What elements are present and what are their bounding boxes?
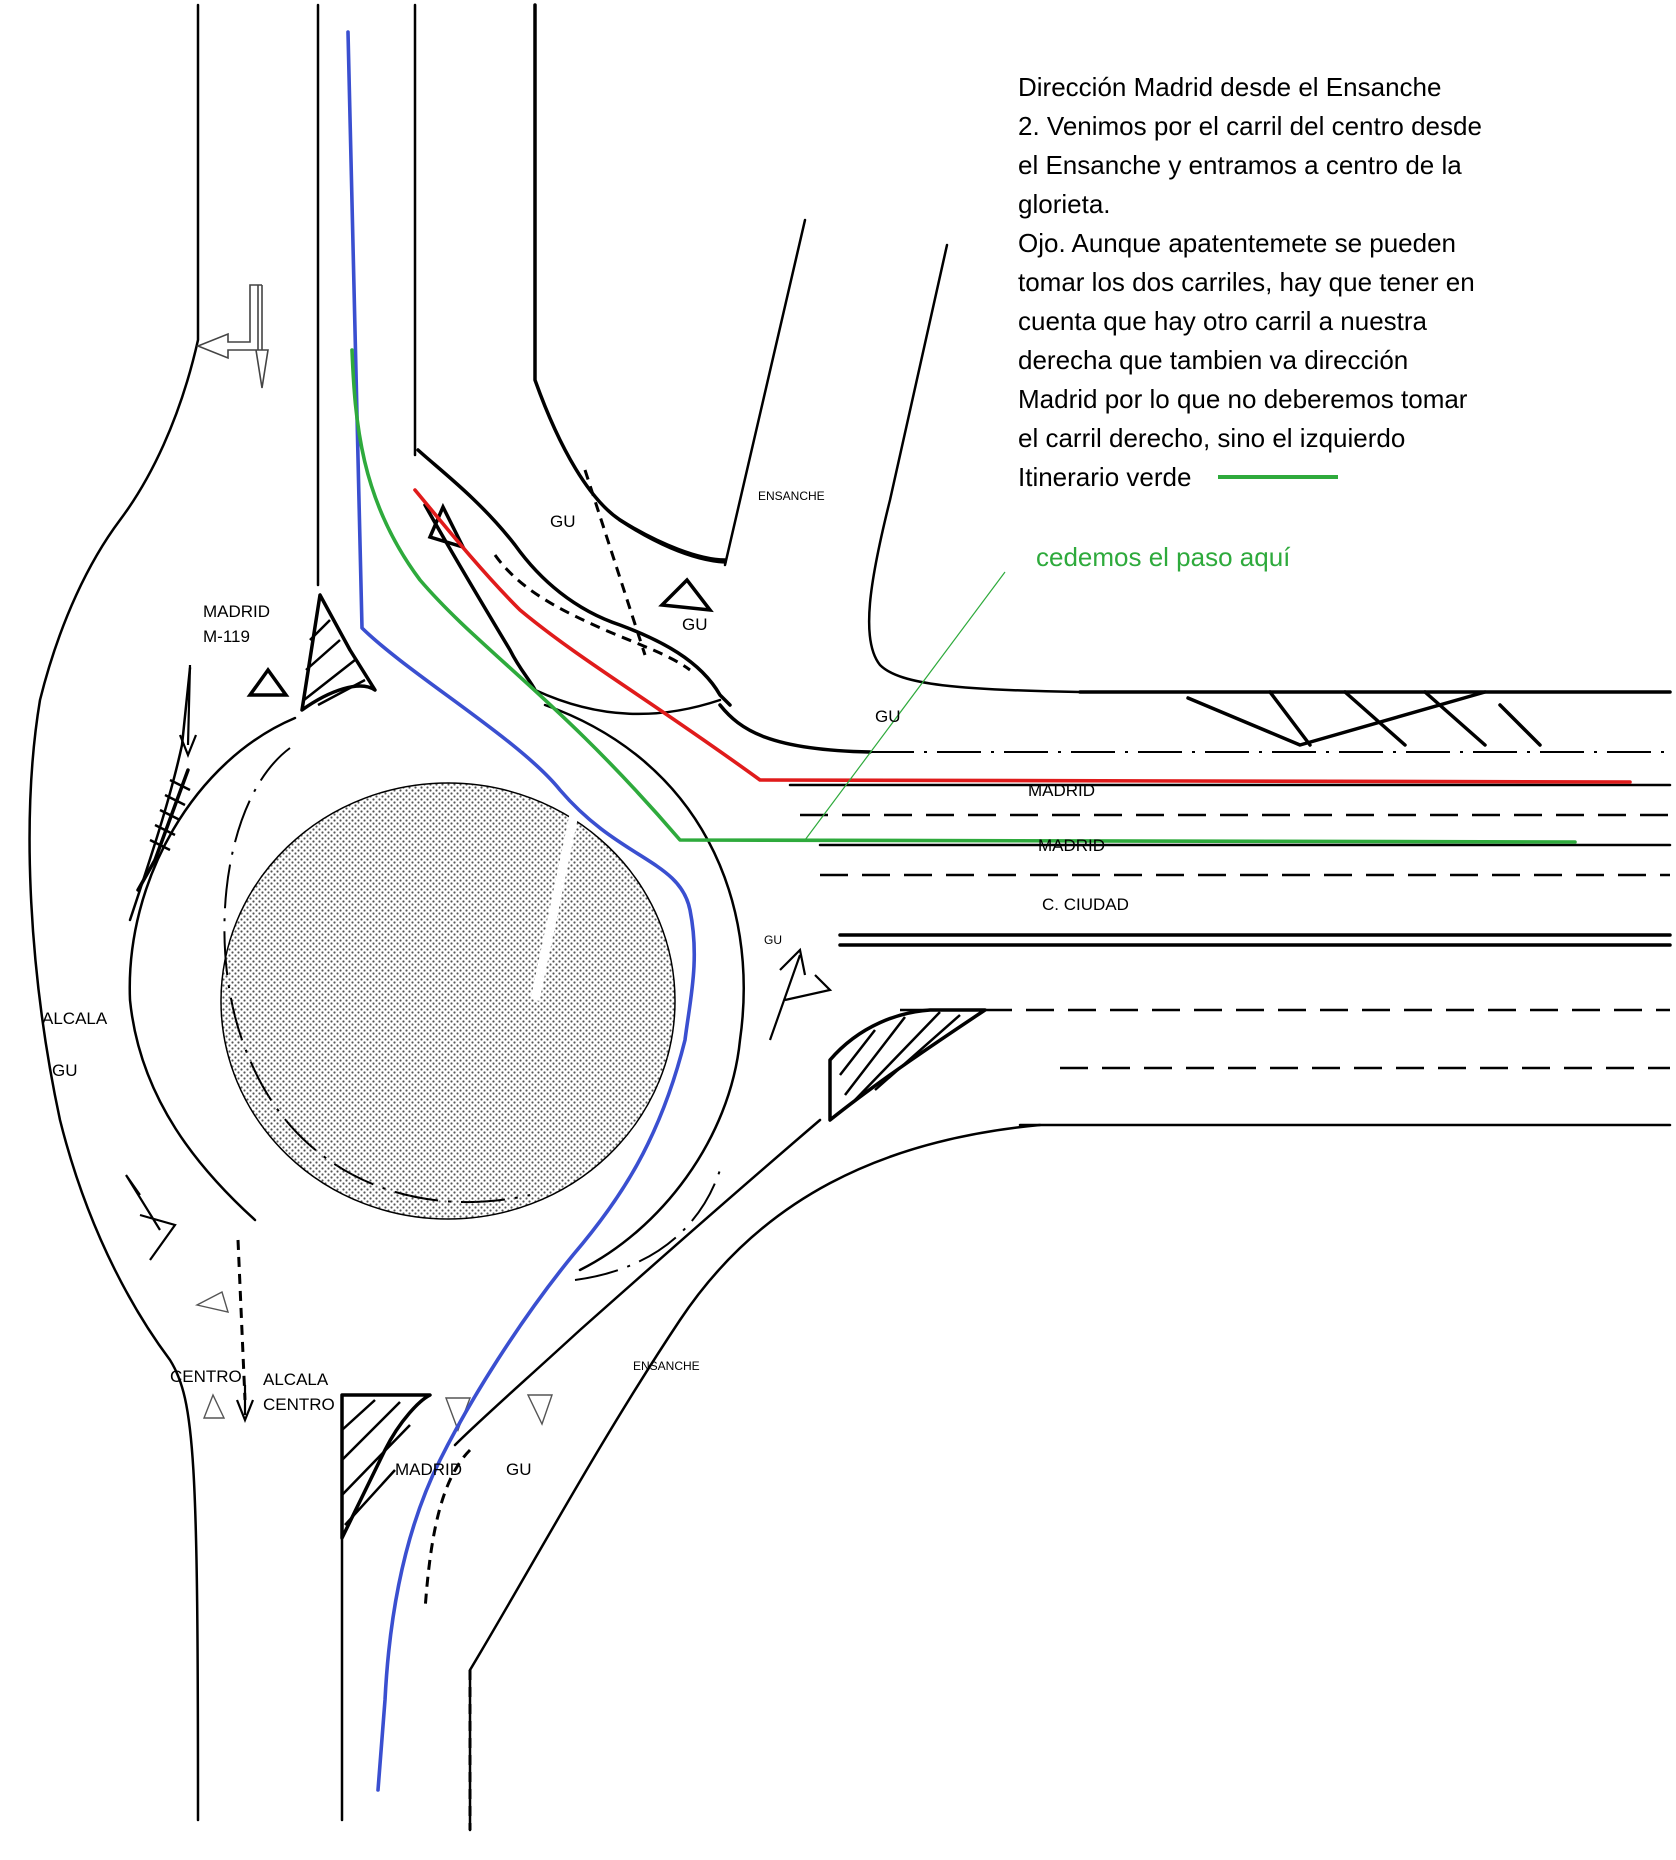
label-madrid-bottom: MADRID — [395, 1460, 462, 1479]
label-gu-right: GU — [875, 707, 901, 726]
left-exit-dashed — [236, 1239, 247, 1401]
top-lane-dashed-2 — [583, 469, 647, 656]
label-centro-bottom-2: CENTRO — [263, 1395, 335, 1414]
explanatory-note: Dirección Madrid desde el Ensanche 2. Ve… — [1018, 72, 1482, 492]
arrow-hollow-turn-icon — [195, 284, 269, 389]
lower-right-curve-outer — [468, 1123, 1042, 1832]
ring-left-outer — [128, 716, 297, 1222]
top-gu-spur — [618, 518, 727, 564]
note-line-2: 2. Venimos por el carril del centro desd… — [1018, 111, 1482, 141]
route-red-line — [413, 488, 1632, 784]
note-line-1: Dirección Madrid desde el Ensanche — [1018, 72, 1441, 102]
hatch-island-nw — [300, 593, 377, 712]
label-gu-ring: GU — [764, 933, 782, 947]
arrow-ring-right-icon — [768, 947, 833, 1041]
hatch-lines-nw — [303, 619, 366, 707]
yield-note: cedemos el paso aquí — [1036, 542, 1291, 572]
hatch-lines-se — [839, 1011, 961, 1101]
hatch-island-se — [828, 1008, 987, 1122]
hatch-bars-right-top — [1186, 690, 1542, 747]
label-madrid-lane1: MADRID — [1028, 781, 1095, 800]
hatch-lines-sw — [341, 1399, 411, 1526]
yield-triangle-right-gu[interactable] — [658, 577, 714, 613]
top-inner-curb — [423, 503, 537, 692]
central-island — [220, 782, 676, 1220]
label-alcala-bottom: ALCALA — [263, 1370, 329, 1389]
note-line-8: derecha que tambien va dirección — [1018, 345, 1408, 375]
arrow-left-down-icon — [178, 664, 198, 758]
right-road-curb-top — [718, 703, 872, 754]
top-lane-dashed — [493, 554, 691, 672]
route-green-line — [350, 348, 1577, 844]
yield-triangle-bottom-left-2[interactable] — [194, 1290, 230, 1313]
note-line-3: el Ensanche y entramos a centro de la — [1018, 150, 1462, 180]
note-line-7: cuenta que hay otro carril a nuestra — [1018, 306, 1428, 336]
left-road-west-edge — [28, 3, 200, 1822]
yield-triangle-top-gu[interactable] — [427, 502, 467, 550]
label-gu-yield: GU — [682, 615, 708, 634]
hatch-strip-left-lines — [149, 778, 191, 852]
note-line-10: el carril derecho, sino el izquierdo — [1018, 423, 1405, 453]
label-gu-top: GU — [550, 512, 576, 531]
island-light-streak — [530, 809, 580, 1001]
yield-pointer-line — [804, 571, 1006, 841]
note-line-11: Itinerario verde — [1018, 462, 1191, 492]
lower-right-curve-inner — [453, 1118, 822, 1447]
ring-right-edge — [543, 703, 745, 1272]
top-road-right-edge — [533, 3, 727, 562]
yield-triangle-madrid[interactable] — [246, 667, 290, 697]
ensanche-road-left — [723, 218, 807, 567]
note-line-4: glorieta. — [1018, 189, 1111, 219]
right-road-median — [838, 933, 1672, 947]
label-madrid-m119-line2: M-119 — [203, 627, 250, 646]
left-median-line — [128, 666, 192, 922]
label-alcala-left: ALCALA — [42, 1009, 108, 1028]
lower-lane-dashed — [423, 1448, 472, 1611]
label-ensanche-bottom: ENSANCHE — [633, 1359, 700, 1373]
label-gu-bottom: GU — [506, 1460, 532, 1479]
label-madrid-m119-line1: MADRID — [203, 602, 270, 621]
arrow-ring-left-icon — [125, 1174, 177, 1261]
ring-inner-boundary — [223, 747, 531, 1204]
top-lane-divider — [416, 448, 732, 707]
yield-triangle-bottom-gu[interactable] — [526, 1394, 553, 1426]
route-blue-line — [346, 30, 697, 1792]
label-centro-bottom: CENTRO — [170, 1367, 242, 1386]
label-gu-left: GU — [52, 1061, 78, 1080]
ensanche-road-right — [867, 243, 1082, 694]
note-line-5: Ojo. Aunque apatentemete se pueden — [1018, 228, 1456, 258]
arrow-down-exit-icon — [235, 1385, 255, 1423]
label-c-ciudad: C. CIUDAD — [1042, 895, 1129, 914]
note-line-6: tomar los dos carriles, hay que tener en — [1018, 267, 1475, 297]
yield-triangle-bottom-left[interactable] — [202, 1393, 226, 1419]
label-madrid-lane2: MADRID — [1038, 836, 1105, 855]
top-separator — [533, 688, 722, 716]
ring-outer-boundary — [574, 1169, 721, 1281]
label-ensanche-top: ENSANCHE — [758, 489, 825, 503]
note-line-9: Madrid por lo que no deberemos tomar — [1018, 384, 1468, 414]
